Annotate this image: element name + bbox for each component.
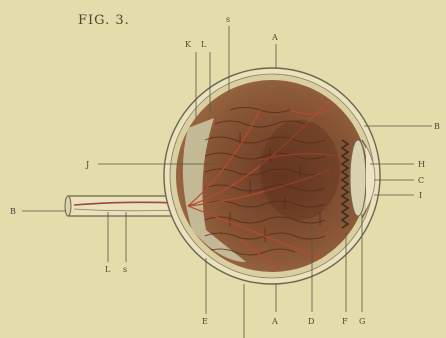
label-E: E: [202, 317, 208, 326]
label-A-bottom: A: [271, 317, 278, 326]
figure-caption: FIG. 3.: [78, 13, 130, 28]
label-s-top: s: [226, 15, 230, 24]
label-L-bottom: L: [105, 265, 111, 274]
label-s-bottom: s: [123, 265, 127, 274]
label-D: D: [308, 317, 314, 326]
label-B-left: B: [10, 207, 16, 216]
label-J: J: [85, 160, 89, 169]
label-K: K: [185, 40, 192, 49]
label-L-top: L: [201, 40, 207, 49]
label-B-right: B: [434, 122, 440, 131]
label-F: F: [342, 317, 348, 326]
label-A-top: A: [271, 33, 278, 42]
lens: [350, 140, 366, 216]
label-G: G: [359, 317, 365, 326]
label-C: C: [418, 176, 424, 185]
label-I: I: [419, 191, 422, 200]
label-H: H: [418, 160, 425, 169]
